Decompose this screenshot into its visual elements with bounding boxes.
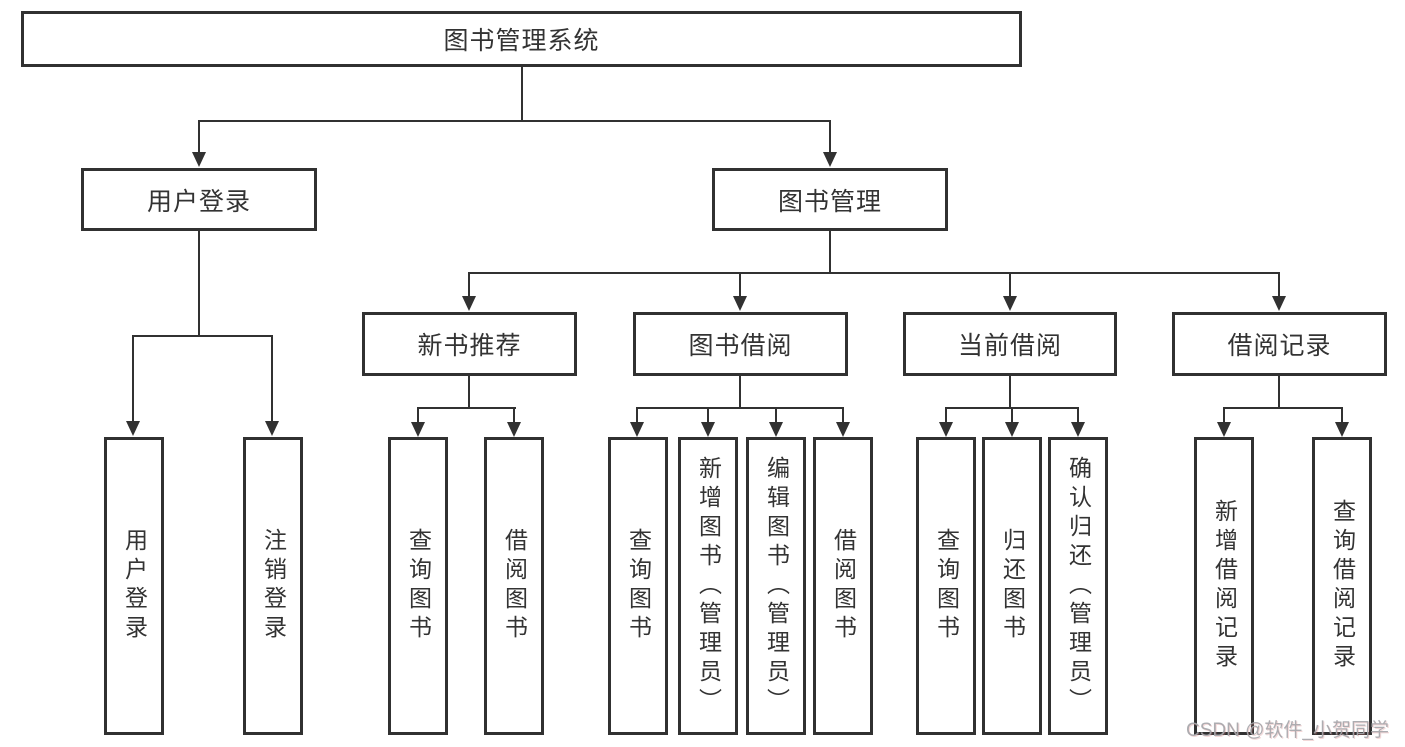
leaf-new-books-query: 查询图书: [388, 437, 448, 735]
leaf-new-books-borrow: 借阅图书: [484, 437, 544, 735]
connector-drop-leaf: [636, 407, 638, 424]
connector-drop-leaf: [513, 407, 515, 424]
connector-drop-leaf: [707, 407, 709, 424]
node-user-login: 用户登录: [81, 168, 317, 231]
leaf-borrow-query: 查询图书: [608, 437, 668, 735]
leaf-records-add: 新增借阅记录: [1194, 437, 1254, 735]
connector-user-login-stem: [198, 231, 200, 335]
leaf-user-login: 用户登录: [104, 437, 164, 735]
connector-drop-current-borrow: [1009, 272, 1011, 298]
leaf-current-query: 查询图书: [916, 437, 976, 735]
connector-rail-borrow-records: [1223, 407, 1343, 409]
leaf-borrow-add-admin: 新增图书（管理员）: [678, 437, 738, 735]
connector-rail-level2: [468, 272, 1280, 274]
node-current-borrow: 当前借阅: [903, 312, 1117, 376]
connector-drop-leaf: [1077, 407, 1079, 424]
connector-drop-leaf: [945, 407, 947, 424]
arrow-down-icon: [1071, 422, 1085, 437]
node-root: 图书管理系统: [21, 11, 1022, 67]
arrow-down-icon: [1217, 422, 1231, 437]
arrow-down-icon: [769, 422, 783, 437]
connector-current-borrow-stem: [1009, 376, 1011, 407]
arrow-down-icon: [939, 422, 953, 437]
arrow-down-icon: [462, 296, 476, 311]
connector-rail-book-borrow: [636, 407, 844, 409]
connector-book-borrow-stem: [739, 376, 741, 407]
node-borrow-records: 借阅记录: [1172, 312, 1387, 376]
connector-rail-user-login: [132, 335, 273, 337]
connector-drop-leaf: [775, 407, 777, 424]
arrow-down-icon: [265, 421, 279, 436]
leaf-current-confirm-admin: 确认归还（管理员）: [1048, 437, 1108, 735]
connector-drop-book-borrow: [739, 272, 741, 298]
connector-drop-leaf: [417, 407, 419, 424]
connector-drop-ul-login: [132, 335, 134, 423]
connector-drop-book-mgmt: [829, 120, 831, 154]
leaf-logout: 注销登录: [243, 437, 303, 735]
connector-drop-new-books: [468, 272, 470, 298]
leaf-records-query: 查询借阅记录: [1312, 437, 1372, 735]
arrow-down-icon: [1335, 422, 1349, 437]
connector-rail-level1: [198, 120, 831, 122]
arrow-down-icon: [411, 422, 425, 437]
arrow-down-icon: [701, 422, 715, 437]
arrow-down-icon: [126, 421, 140, 436]
connector-drop-leaf: [1223, 407, 1225, 424]
arrow-down-icon: [823, 152, 837, 167]
connector-borrow-records-stem: [1278, 376, 1280, 407]
connector-drop-leaf: [842, 407, 844, 424]
arrow-down-icon: [733, 296, 747, 311]
connector-drop-leaf: [1011, 407, 1013, 424]
connector-new-books-stem: [468, 376, 470, 407]
arrow-down-icon: [630, 422, 644, 437]
connector-drop-ul-logout: [271, 335, 273, 423]
leaf-current-return: 归还图书: [982, 437, 1042, 735]
connector-root-stem: [521, 67, 523, 120]
arrow-down-icon: [836, 422, 850, 437]
leaf-borrow-edit-admin: 编辑图书（管理员）: [746, 437, 806, 735]
arrow-down-icon: [1272, 296, 1286, 311]
node-book-mgmt: 图书管理: [712, 168, 948, 231]
arrow-down-icon: [1003, 296, 1017, 311]
connector-drop-user-login: [198, 120, 200, 154]
connector-book-mgmt-stem: [829, 231, 831, 272]
arrow-down-icon: [1005, 422, 1019, 437]
connector-drop-leaf: [1341, 407, 1343, 424]
arrow-down-icon: [192, 152, 206, 167]
leaf-borrow-borrow: 借阅图书: [813, 437, 873, 735]
connector-rail-new-books: [417, 407, 516, 409]
csdn-watermark: CSDN @软件_小贺同学: [1186, 720, 1389, 741]
node-book-borrow: 图书借阅: [633, 312, 848, 376]
node-new-books: 新书推荐: [362, 312, 577, 376]
arrow-down-icon: [507, 422, 521, 437]
connector-drop-borrow-records: [1278, 272, 1280, 298]
